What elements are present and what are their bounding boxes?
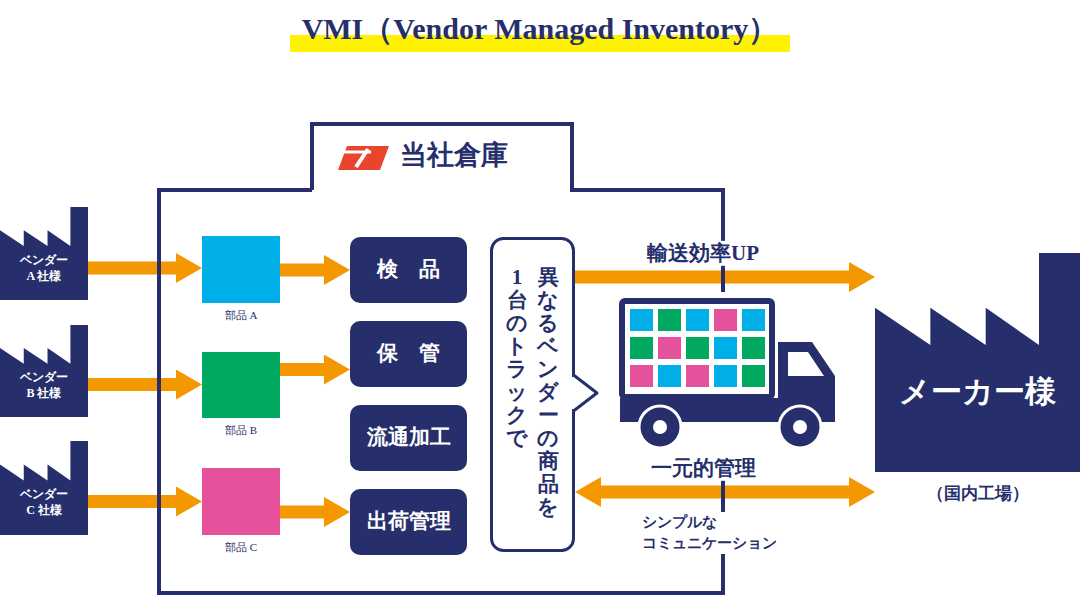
title-wrap: VMI（Vendor Managed Inventory） [0, 6, 1080, 52]
warehouse-region: 当社倉庫部品 A 部品 B 部品 C 検 品保 管流通加工出荷管理 異なるベンダーの商品… [157, 122, 725, 595]
truck-window [788, 352, 824, 376]
cargo-box [742, 365, 765, 387]
cargo-box [658, 365, 681, 387]
process-box: 流通加工 [350, 405, 467, 471]
truck-wheel [779, 406, 821, 448]
factory-shape [0, 207, 88, 300]
callout-pointer [574, 375, 598, 411]
vendor-factory: ベンダー B 社様 [0, 325, 88, 417]
factory-outline [875, 253, 1080, 472]
cargo-box [686, 337, 709, 359]
cargo-grid [630, 309, 765, 387]
logo-stroke [343, 151, 371, 154]
flow-arrow [88, 378, 176, 391]
vendor-name: ベンダー B 社様 [15, 369, 73, 401]
wheel-hub [793, 420, 807, 434]
callout-text: 異なるベンダーの商品を 1台のトラックで [507, 266, 559, 524]
cargo-box [742, 309, 765, 331]
cargo-box [714, 309, 737, 331]
warehouse-heading: 当社倉庫 [400, 136, 508, 174]
cargo-box [686, 309, 709, 331]
cargo-box [630, 365, 653, 387]
part-box: 部品 C [202, 468, 280, 535]
truck-wheel [639, 406, 681, 448]
note-label: シンプルな コミュニケーション [640, 512, 794, 554]
process-box: 検 品 [350, 237, 467, 303]
vendor-name: ベンダー C 社様 [15, 486, 73, 518]
cargo-box [714, 337, 737, 359]
flow-arrow [280, 363, 324, 376]
cargo-box [742, 337, 765, 359]
flow-arrow [575, 271, 849, 284]
part-label: 部品 A [202, 308, 280, 322]
cargo-box [658, 309, 681, 331]
flow-arrow [88, 262, 176, 275]
cargo-box [658, 337, 681, 359]
cargo-box [686, 365, 709, 387]
process-label: 流通加工 [367, 425, 451, 450]
process-box: 出荷管理 [350, 489, 467, 555]
cargo-box [630, 309, 653, 331]
part-label: 部品 B [202, 423, 280, 437]
part-box: 部品 B [202, 352, 280, 418]
part-label: 部品 C [202, 540, 280, 554]
maker-name: メーカー様 [875, 371, 1080, 413]
wheel-hub [653, 420, 667, 434]
factory-shape [0, 441, 88, 535]
callout-bubble: 異なるベンダーの商品を 1台のトラックで [490, 237, 575, 552]
factory-shape [875, 253, 1080, 472]
vendor-name: ベンダー A 社様 [15, 252, 73, 284]
process-label: 出荷管理 [367, 509, 451, 534]
diagram-title: VMI（Vendor Managed Inventory） [290, 6, 791, 52]
maker-factory: メーカー様 （国内工場） [875, 253, 1080, 515]
cargo-box [714, 365, 737, 387]
flow-arrow [88, 495, 176, 508]
edge-label: 輸送効率UP [643, 241, 763, 266]
vendor-factory: ベンダー C 社様 [0, 441, 88, 535]
process-box: 保 管 [350, 321, 467, 387]
maker-location: （国内工場） [875, 482, 1080, 506]
truck-illustration [620, 301, 835, 448]
factory-shape [0, 325, 88, 417]
part-box: 部品 A [202, 236, 280, 303]
edge-label: 一元的管理 [647, 456, 760, 481]
process-label: 検 品 [377, 257, 440, 282]
callout-outline [490, 237, 575, 552]
truck-container [622, 301, 772, 397]
callout-border [492, 239, 574, 551]
company-logo [338, 146, 389, 170]
cargo-box [630, 337, 653, 359]
process-label: 保 管 [377, 341, 440, 366]
vendor-factory: ベンダー A 社様 [0, 207, 88, 300]
flow-arrow [280, 506, 324, 519]
flow-arrow [280, 264, 324, 277]
warehouse-border [159, 124, 723, 593]
